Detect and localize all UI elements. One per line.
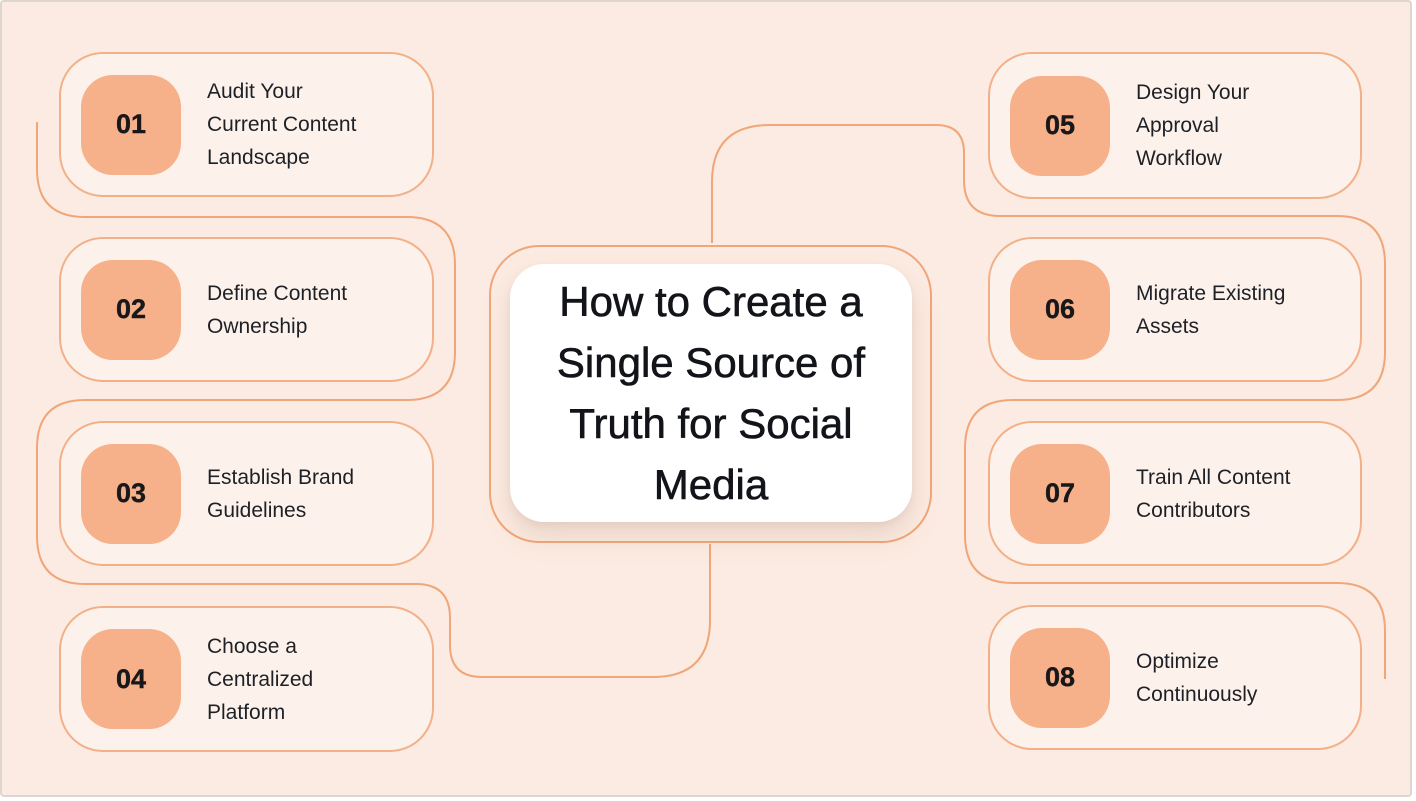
step-label: Define Content Ownership: [207, 281, 348, 338]
step-card-03: 03 Establish Brand Guidelines: [59, 421, 434, 566]
page-title: How to Create a Single Source of Truth f…: [556, 278, 866, 509]
step-number-badge: 05: [1010, 75, 1110, 176]
step-card-08: 08 Optimize Continuously: [988, 605, 1362, 750]
step-card-02: 02 Define Content Ownership: [59, 237, 434, 382]
step-card-07: 07 Train All Content Contributors: [988, 421, 1362, 566]
step-number-badge: 06: [1010, 259, 1110, 360]
step-card-04: 04 Choose a Centralized Platform: [59, 606, 434, 752]
step-number-badge: 07: [1010, 443, 1110, 544]
step-number-badge: 03: [81, 443, 181, 544]
step-card-01: 01 Audit Your Current Content Landscape: [59, 52, 434, 197]
step-label: Optimize Continuously: [1136, 649, 1258, 706]
title-card: How to Create a Single Source of Truth f…: [510, 264, 912, 522]
step-label: Establish Brand Guidelines: [207, 465, 355, 522]
step-number-badge: 04: [81, 629, 181, 729]
step-label: Migrate Existing Assets: [1136, 281, 1286, 338]
step-card-06: 06 Migrate Existing Assets: [988, 237, 1362, 382]
step-number-badge: 02: [81, 259, 181, 360]
step-label: Choose a Centralized Platform: [207, 634, 314, 724]
step-label: Train All Content Contributors: [1136, 465, 1291, 522]
step-label: Audit Your Current Content Landscape: [207, 80, 357, 169]
step-label: Design Your Approval Workflow: [1136, 81, 1250, 170]
step-number-badge: 08: [1010, 627, 1110, 728]
step-number-badge: 01: [81, 74, 181, 175]
step-card-05: 05 Design Your Approval Workflow: [988, 52, 1362, 199]
